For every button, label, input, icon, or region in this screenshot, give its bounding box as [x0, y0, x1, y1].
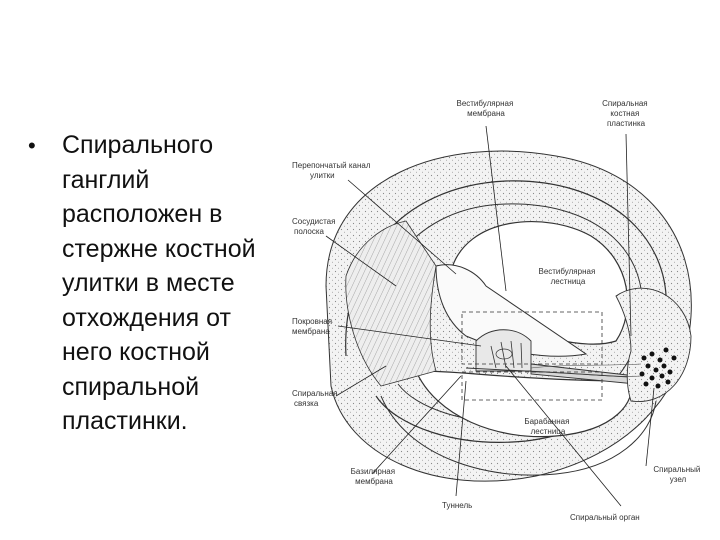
label-vestibular-membrane: Вестибулярная мембрана [456, 99, 515, 118]
label-organ-of-corti: Спиральный орган [570, 513, 640, 522]
bullet-line: стержне костной [62, 234, 256, 263]
outer-spiral-ring [345, 180, 667, 443]
nerve-fibers [530, 363, 642, 377]
cochlea-cross-section-figure: Вестибулярная мембрана Спиральная костна… [286, 96, 706, 526]
dashed-frame-lower [461, 371, 603, 401]
bullet-line: улитки в месте [62, 269, 235, 297]
cochlea-diagram: Вестибулярная мембрана Спиральная костна… [292, 99, 702, 522]
bullet-item: • Спирального ганглий расположен в стерж… [28, 128, 298, 439]
spiral-ganglion-cells [639, 347, 677, 389]
label-stria-vascularis: Сосудистая полоска [292, 217, 338, 236]
label-spiral-bony-lamina: Спиральная костная пластинка [602, 99, 650, 128]
bullet-text: Спирального ганглий расположен в стержне… [62, 128, 256, 439]
bullet-line: расположен в [62, 200, 223, 228]
bullet-line: Спирального [62, 131, 214, 159]
bullet-line: отхождения от [62, 303, 231, 332]
bullet-line: спиральной [62, 372, 200, 401]
bullet-dot-icon: • [28, 133, 36, 158]
label-tectorial-membrane: Покровная мембрана [292, 317, 334, 336]
label-tunnel: Туннель [442, 501, 472, 510]
organ-of-corti [475, 329, 532, 372]
label-spiral-ligament: Спиральная связка [292, 389, 340, 408]
label-spiral-ganglion: Спиральный узел [653, 465, 702, 484]
label-scala-tympani: Барабанная лестница [524, 417, 571, 436]
bullet-line: ганглий [62, 165, 150, 194]
spiral-ligament-region [345, 220, 437, 387]
label-cochlear-canal: Перепончатый канал улитки [292, 161, 373, 180]
dashed-frame-upper [461, 311, 603, 365]
label-scala-vestibuli: Вестибулярная лестница [538, 267, 597, 286]
bullet-line: пластинки. [62, 407, 188, 435]
label-basilar-membrane: Базилярная мембрана [351, 467, 398, 486]
bullet-line: него костной [62, 338, 210, 366]
